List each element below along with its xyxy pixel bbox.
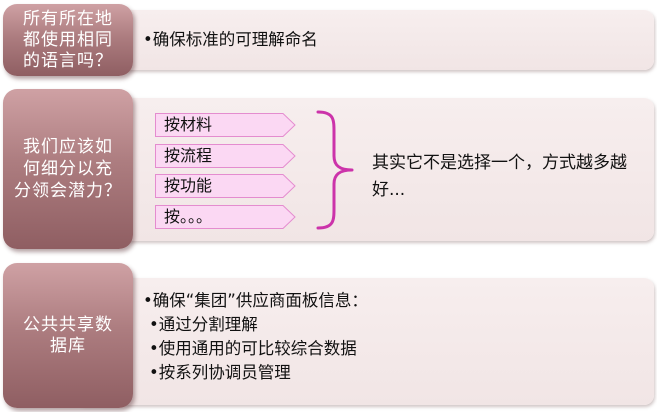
row-2-header-line: 何细分以充	[23, 159, 113, 179]
row-1-header: 所有所在地 都使用相同 的语言吗？	[3, 4, 133, 76]
row-1-header-line: 都使用相同	[23, 29, 113, 50]
row-3-bar	[76, 278, 654, 405]
row-3-header-line: 公共共享数	[23, 314, 113, 335]
tag-label: 按功能	[164, 176, 213, 195]
row-3-header-line: 据库	[50, 335, 86, 356]
row-2-note: 其实它不是选择一个，方式越多越好...	[372, 153, 627, 200]
row-2-header: 我们应该如 何细分以充 分领会潜力？	[3, 89, 133, 249]
tag-label: 按材料	[164, 115, 213, 134]
tag-etc: 按。。。	[155, 205, 296, 229]
tag-shape	[155, 144, 296, 168]
tag-process: 按流程	[155, 144, 296, 168]
row-1-bar	[76, 10, 654, 70]
tag-materials: 按材料	[155, 113, 296, 137]
tag-function: 按功能	[155, 174, 296, 198]
list-item: •通过分割理解	[149, 315, 258, 334]
tag-shape	[155, 205, 296, 229]
row-3-bullets: •确保“集团”供应商面板信息： •通过分割理解 •使用通用的可比较综合数据 •按…	[143, 289, 368, 385]
tag-label: 按。。。	[164, 207, 213, 226]
row-1-bullets: •确保标准的可理解命名	[143, 28, 318, 52]
row-1-header-line: 所有所在地	[23, 8, 113, 29]
list-item: •确保“集团”供应商面板信息：	[143, 291, 368, 310]
right-curly-brace	[316, 110, 354, 230]
row-1-header-line: 的语言吗？	[23, 50, 113, 71]
row-2-header-line: 分领会潜力？	[14, 181, 122, 201]
list-item: •确保标准的可理解命名	[143, 30, 318, 49]
tag-label: 按流程	[164, 146, 213, 165]
row-3-header: 公共共享数 据库	[3, 263, 133, 408]
row-2-header-line: 我们应该如	[23, 137, 113, 157]
tag-shape	[155, 174, 296, 198]
list-item: •使用通用的可比较综合数据	[149, 339, 357, 358]
tag-shape	[155, 113, 296, 137]
list-item: •按系列协调员管理	[149, 363, 291, 382]
